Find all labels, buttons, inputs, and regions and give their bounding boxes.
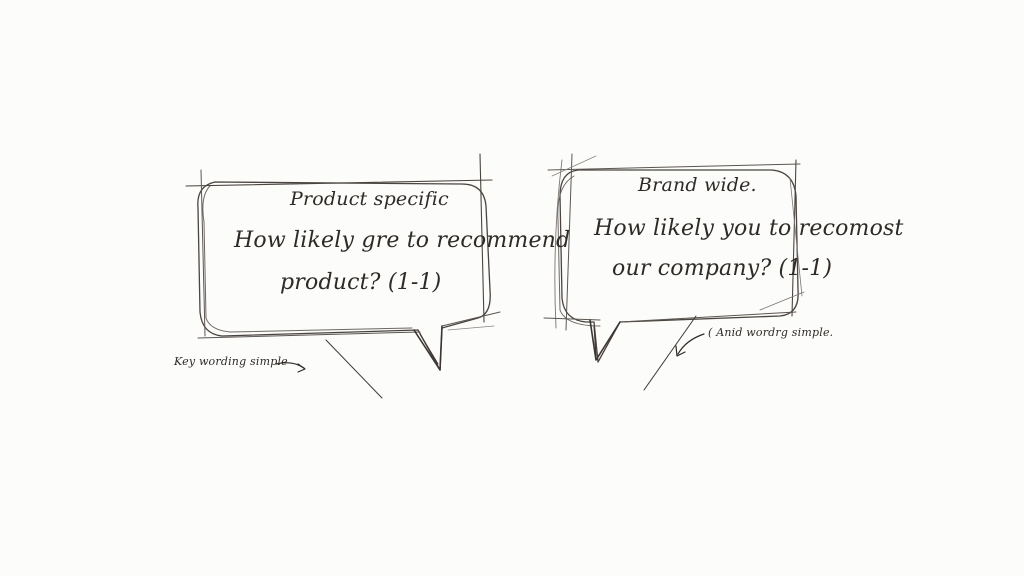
right-bubble-title: Brand wide. bbox=[638, 174, 757, 196]
left-speech-bubble bbox=[185, 153, 501, 399]
left-bubble-title: Product specific bbox=[290, 188, 449, 210]
right-note-arrowhead bbox=[675, 345, 686, 357]
right-speech-bubble bbox=[543, 153, 805, 391]
left-bubble-question-line2: product? (1-1) bbox=[280, 270, 442, 295]
left-note-arrowhead bbox=[297, 363, 306, 373]
right-note-arrow bbox=[677, 333, 705, 355]
left-bubble-question-line1: How likely gre to recommend bbox=[234, 228, 571, 253]
right-bubble-question-line1: How likely you to recomost bbox=[594, 216, 904, 241]
right-annotation-note: ( Anid wordrg simple. bbox=[708, 326, 834, 339]
left-annotation-note: Key wording simple bbox=[174, 355, 288, 368]
right-bubble-question-line2: our company? (1-1) bbox=[612, 256, 833, 281]
